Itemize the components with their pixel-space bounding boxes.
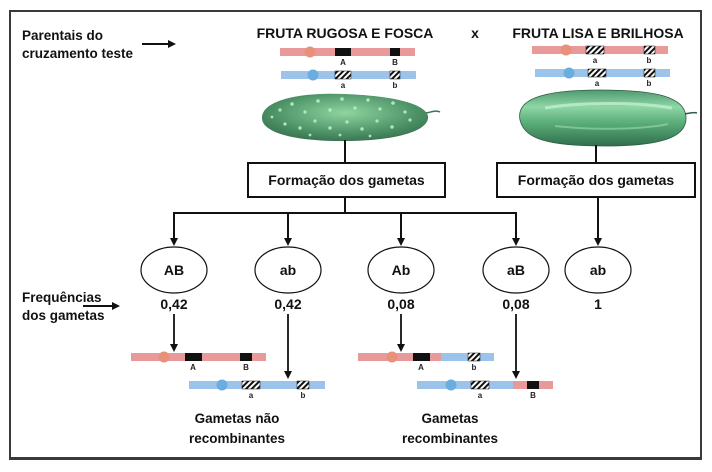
allele-block-A bbox=[335, 48, 351, 56]
gamete-oval-shape bbox=[482, 246, 550, 294]
allele-label: a bbox=[595, 79, 600, 88]
allele-label: a bbox=[249, 391, 254, 400]
gamete-oval-ab: ab 1 bbox=[564, 246, 632, 312]
box-label: Formação dos gametas bbox=[518, 172, 675, 188]
gamete-oval-shape bbox=[254, 246, 322, 294]
centromere-icon bbox=[560, 44, 572, 56]
gamete-oval-shape bbox=[367, 246, 435, 294]
allele-block-b bbox=[389, 70, 401, 80]
parent2-chromosome-blue: a b bbox=[535, 67, 670, 88]
gamete-chromosome-aB: a B bbox=[417, 379, 553, 400]
parentals-label-line1: Parentais do bbox=[22, 28, 103, 43]
nonrecombinant-label-line1: Gametas não bbox=[195, 411, 280, 426]
parentals-label-line2: cruzamento teste bbox=[22, 46, 134, 61]
allele-label: a bbox=[341, 81, 346, 90]
allele-block-B bbox=[390, 48, 400, 56]
gamete-oval-ab: ab 0,42 bbox=[254, 246, 322, 312]
gamete-formation-box-1: Formação dos gametas bbox=[247, 162, 446, 198]
nonrecombinant-label-line2: recombinantes bbox=[189, 431, 285, 446]
allele-label: b bbox=[647, 79, 652, 88]
box-label: Formação dos gametas bbox=[268, 172, 425, 188]
centromere-icon bbox=[563, 67, 575, 79]
allele-label: b bbox=[301, 391, 306, 400]
allele-label: A bbox=[190, 363, 196, 372]
gamete-oval-AB: AB 0,42 bbox=[140, 246, 208, 312]
gamete-frequency-value: 0,42 bbox=[160, 296, 187, 312]
gamete-chromosome-Ab: A b bbox=[358, 351, 494, 372]
gamete-genotype-label: AB bbox=[164, 262, 184, 278]
frequencies-label-line1: Frequências bbox=[22, 290, 102, 305]
gamete-genotype-label: Ab bbox=[392, 262, 411, 278]
parent2-title: FRUTA LISA E BRILHOSA bbox=[512, 25, 683, 41]
allele-label: b bbox=[472, 363, 477, 372]
gamete-genotype-label: ab bbox=[280, 262, 296, 278]
centromere-icon bbox=[304, 46, 316, 58]
allele-label: B bbox=[243, 363, 249, 372]
centromere-icon bbox=[307, 69, 319, 81]
gamete-chromosome-AB: A B bbox=[131, 351, 266, 372]
gamete-frequency-value: 1 bbox=[594, 296, 602, 312]
allele-label: B bbox=[530, 391, 536, 400]
recombinant-label-line2: recombinantes bbox=[402, 431, 498, 446]
gamete-oval-Ab: Ab 0,08 bbox=[367, 246, 435, 312]
allele-label: b bbox=[393, 81, 398, 90]
gamete-genotype-label: aB bbox=[507, 262, 525, 278]
gamete-oval-aB: aB 0,08 bbox=[482, 246, 550, 312]
gamete-frequency-value: 0,42 bbox=[274, 296, 301, 312]
gamete-genotype-label: ab bbox=[590, 262, 606, 278]
allele-label: B bbox=[392, 58, 398, 67]
allele-label: b bbox=[647, 56, 652, 65]
allele-label: a bbox=[593, 56, 598, 65]
gamete-formation-box-2: Formação dos gametas bbox=[496, 162, 696, 198]
gamete-chromosome-ab: a b bbox=[189, 379, 325, 400]
gamete-oval-shape bbox=[140, 246, 208, 294]
allele-label: A bbox=[340, 58, 346, 67]
parent2-chromosome-red: a b bbox=[532, 44, 668, 65]
recombinant-label-line1: Gametas bbox=[421, 411, 478, 426]
frequencies-label-line2: dos gametas bbox=[22, 308, 105, 323]
parent1-title: FRUTA RUGOSA E FOSCA bbox=[257, 25, 434, 41]
rough-cucumber-image bbox=[262, 93, 441, 142]
diagram-frame bbox=[9, 10, 702, 460]
cross-symbol: x bbox=[471, 25, 479, 41]
gamete-frequency-value: 0,08 bbox=[502, 296, 529, 312]
allele-label: a bbox=[478, 391, 483, 400]
gamete-oval-shape bbox=[564, 246, 632, 294]
allele-block-a bbox=[334, 70, 352, 80]
parent1-chromosome-blue: a b bbox=[281, 69, 416, 90]
allele-label: A bbox=[418, 363, 424, 372]
smooth-cucumber-image bbox=[519, 89, 698, 147]
parent1-chromosome-red: A B bbox=[280, 46, 415, 67]
gamete-frequency-value: 0,08 bbox=[387, 296, 414, 312]
